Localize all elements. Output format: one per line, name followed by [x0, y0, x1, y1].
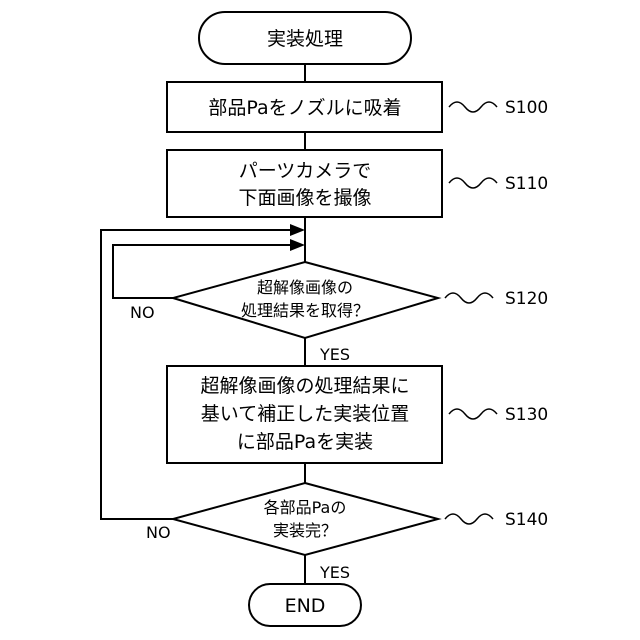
step-id-s130: S130 [505, 405, 548, 425]
step-id-s140: S140 [505, 510, 548, 530]
s120-no-label: NO [130, 303, 155, 322]
decision-s140-line-1: 各部品Paの [264, 498, 347, 517]
decision-s120-line-1: 超解像画像の [257, 278, 353, 297]
decision-s140-line-2: 実装完？ [273, 521, 337, 540]
leader-s130 [449, 409, 497, 419]
step-s100-text: 部品Paをノズルに吸着 [208, 97, 401, 119]
s140-yes-label: YES [319, 563, 350, 582]
decision-s120-line-2: 処理結果を取得？ [241, 301, 369, 320]
step-s130-line-1: 超解像画像の処理結果に [200, 375, 409, 397]
step-s110-line-2: 下面画像を撮像 [238, 187, 371, 209]
leader-s140 [445, 514, 493, 524]
step-s130: 超解像画像の処理結果に 基いて補正した実装位置 に部品Paを実装 S130 [167, 366, 548, 463]
arrowhead-s120-loop [290, 239, 305, 251]
start-label: 実装処理 [267, 28, 343, 50]
decision-s140-diamond [173, 483, 438, 555]
step-s100: 部品Paをノズルに吸着 S100 [167, 82, 548, 132]
s120-yes-label: YES [319, 345, 350, 364]
step-s110: パーツカメラで 下面画像を撮像 S110 [167, 150, 548, 217]
step-id-s100: S100 [505, 98, 548, 118]
end-label: END [285, 595, 326, 617]
step-id-s120: S120 [505, 289, 548, 309]
s140-no-label: NO [146, 523, 171, 542]
end-terminator: END [249, 584, 361, 626]
step-s110-line-1: パーツカメラで [239, 160, 372, 182]
decision-s140: 各部品Paの 実装完？ S140 NO YES [146, 483, 548, 582]
step-id-s110: S110 [505, 174, 548, 194]
step-s130-line-3: に部品Paを実装 [237, 431, 373, 453]
start-terminator: 実装処理 [199, 12, 411, 64]
decision-s120-diamond [173, 262, 438, 338]
arrowhead-s140-loop [290, 224, 305, 236]
leader-s100 [449, 102, 497, 112]
leader-s120 [445, 293, 493, 303]
step-s130-line-2: 基いて補正した実装位置 [201, 403, 409, 425]
leader-s110 [449, 178, 497, 188]
decision-s120: 超解像画像の 処理結果を取得？ S120 NO YES [130, 262, 548, 364]
